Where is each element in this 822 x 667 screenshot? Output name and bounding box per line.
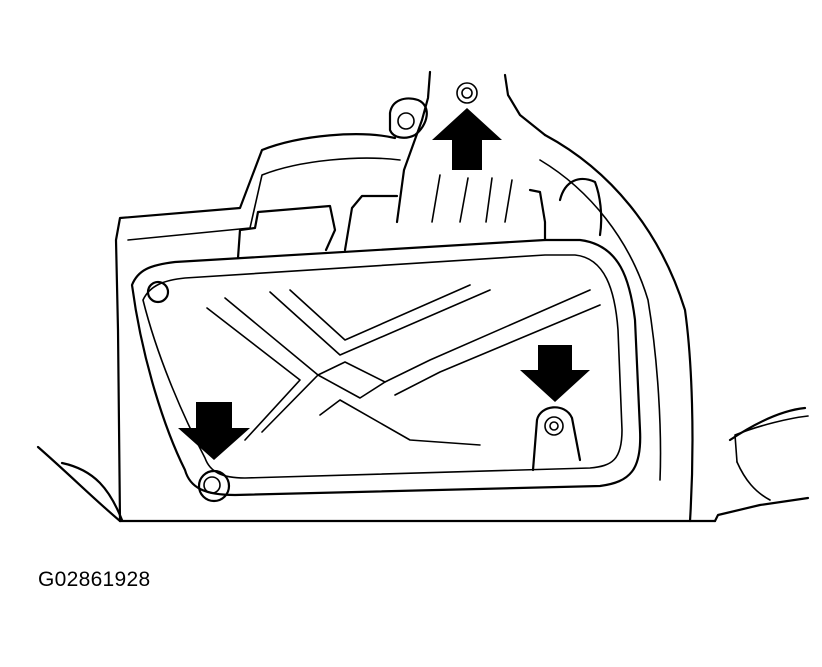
member-rib-4 [504, 179, 513, 223]
housing-inner-right [539, 159, 662, 481]
upper-bolt-inner [461, 87, 473, 99]
arrow-down-right-icon [520, 345, 590, 402]
rib-x-top [269, 289, 491, 356]
upper-member-left-edge [395, 70, 432, 224]
member-rib-3 [485, 177, 493, 223]
bracket-nut [397, 112, 415, 130]
lower-left-bolt [203, 476, 221, 494]
rib-x-right [384, 289, 591, 383]
arrow-down-left-icon [178, 402, 250, 460]
left-body-panel [36, 445, 122, 523]
top-bracket-right [558, 177, 603, 237]
upper-bolt [456, 82, 478, 104]
top-tab-left [236, 204, 337, 260]
floor-line-right [713, 496, 810, 523]
lower-right-bolt [544, 416, 564, 436]
member-rib-1 [431, 174, 441, 223]
lower-right-bolt-inner [549, 421, 559, 431]
rib-x-right-inner [394, 304, 601, 396]
top-tab-right [528, 188, 547, 242]
left-body-inner [60, 461, 124, 522]
upper-bracket [388, 97, 428, 139]
top-tab-middle [343, 194, 399, 252]
upper-member-right-edge [503, 73, 547, 137]
adjacent-part-right-inner [734, 415, 809, 463]
figure-id-label: G02861928 [38, 568, 151, 591]
rib-x-bottom [319, 399, 481, 446]
rib-x-left-lower [206, 307, 301, 441]
lower-right-bolt-boss [531, 406, 582, 472]
arrow-up-icon [432, 108, 502, 170]
cover-plate-inner-lip [142, 254, 623, 479]
outer-housing-right [543, 133, 694, 523]
rib-x-center [317, 361, 386, 399]
adjacent-part-right-edge [736, 461, 771, 501]
rib-x-top-inner [289, 284, 471, 341]
outer-housing [114, 133, 397, 523]
plate-hole [146, 280, 170, 304]
housing-inner-ledge [127, 157, 401, 241]
member-rib-2 [459, 177, 469, 223]
lower-left-bolt-boss [197, 469, 231, 503]
cover-plate [130, 238, 642, 497]
